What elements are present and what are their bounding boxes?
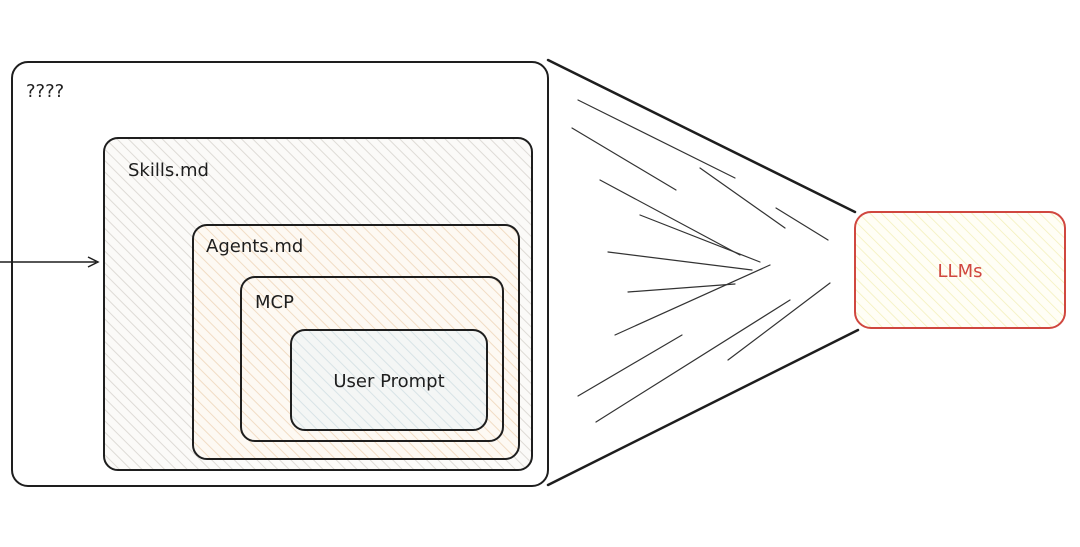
user-prompt-label: User Prompt — [333, 371, 444, 392]
speed-line — [627, 283, 736, 293]
speed-line — [639, 214, 761, 263]
speed-line — [727, 282, 831, 361]
speed-line — [775, 207, 829, 241]
speed-line — [599, 179, 741, 256]
user-prompt-box: User Prompt — [290, 329, 488, 431]
skills-label: Skills.md — [128, 160, 209, 181]
speed-lines — [571, 99, 831, 423]
speed-line — [614, 264, 771, 336]
speed-line — [699, 167, 786, 229]
speed-line — [577, 334, 683, 397]
mcp-label: MCP — [255, 292, 294, 313]
funnel-lines — [546, 58, 860, 487]
agents-label: Agents.md — [206, 236, 303, 257]
speed-line — [577, 99, 736, 179]
speed-line — [571, 127, 677, 191]
llms-label: LLMs — [938, 261, 983, 282]
speed-line — [595, 299, 791, 423]
speed-line — [607, 251, 753, 271]
input-arrow — [0, 256, 100, 268]
arrowhead-icon — [87, 256, 100, 268]
llms-box: LLMs — [854, 211, 1066, 329]
outer-label: ???? — [26, 81, 64, 102]
